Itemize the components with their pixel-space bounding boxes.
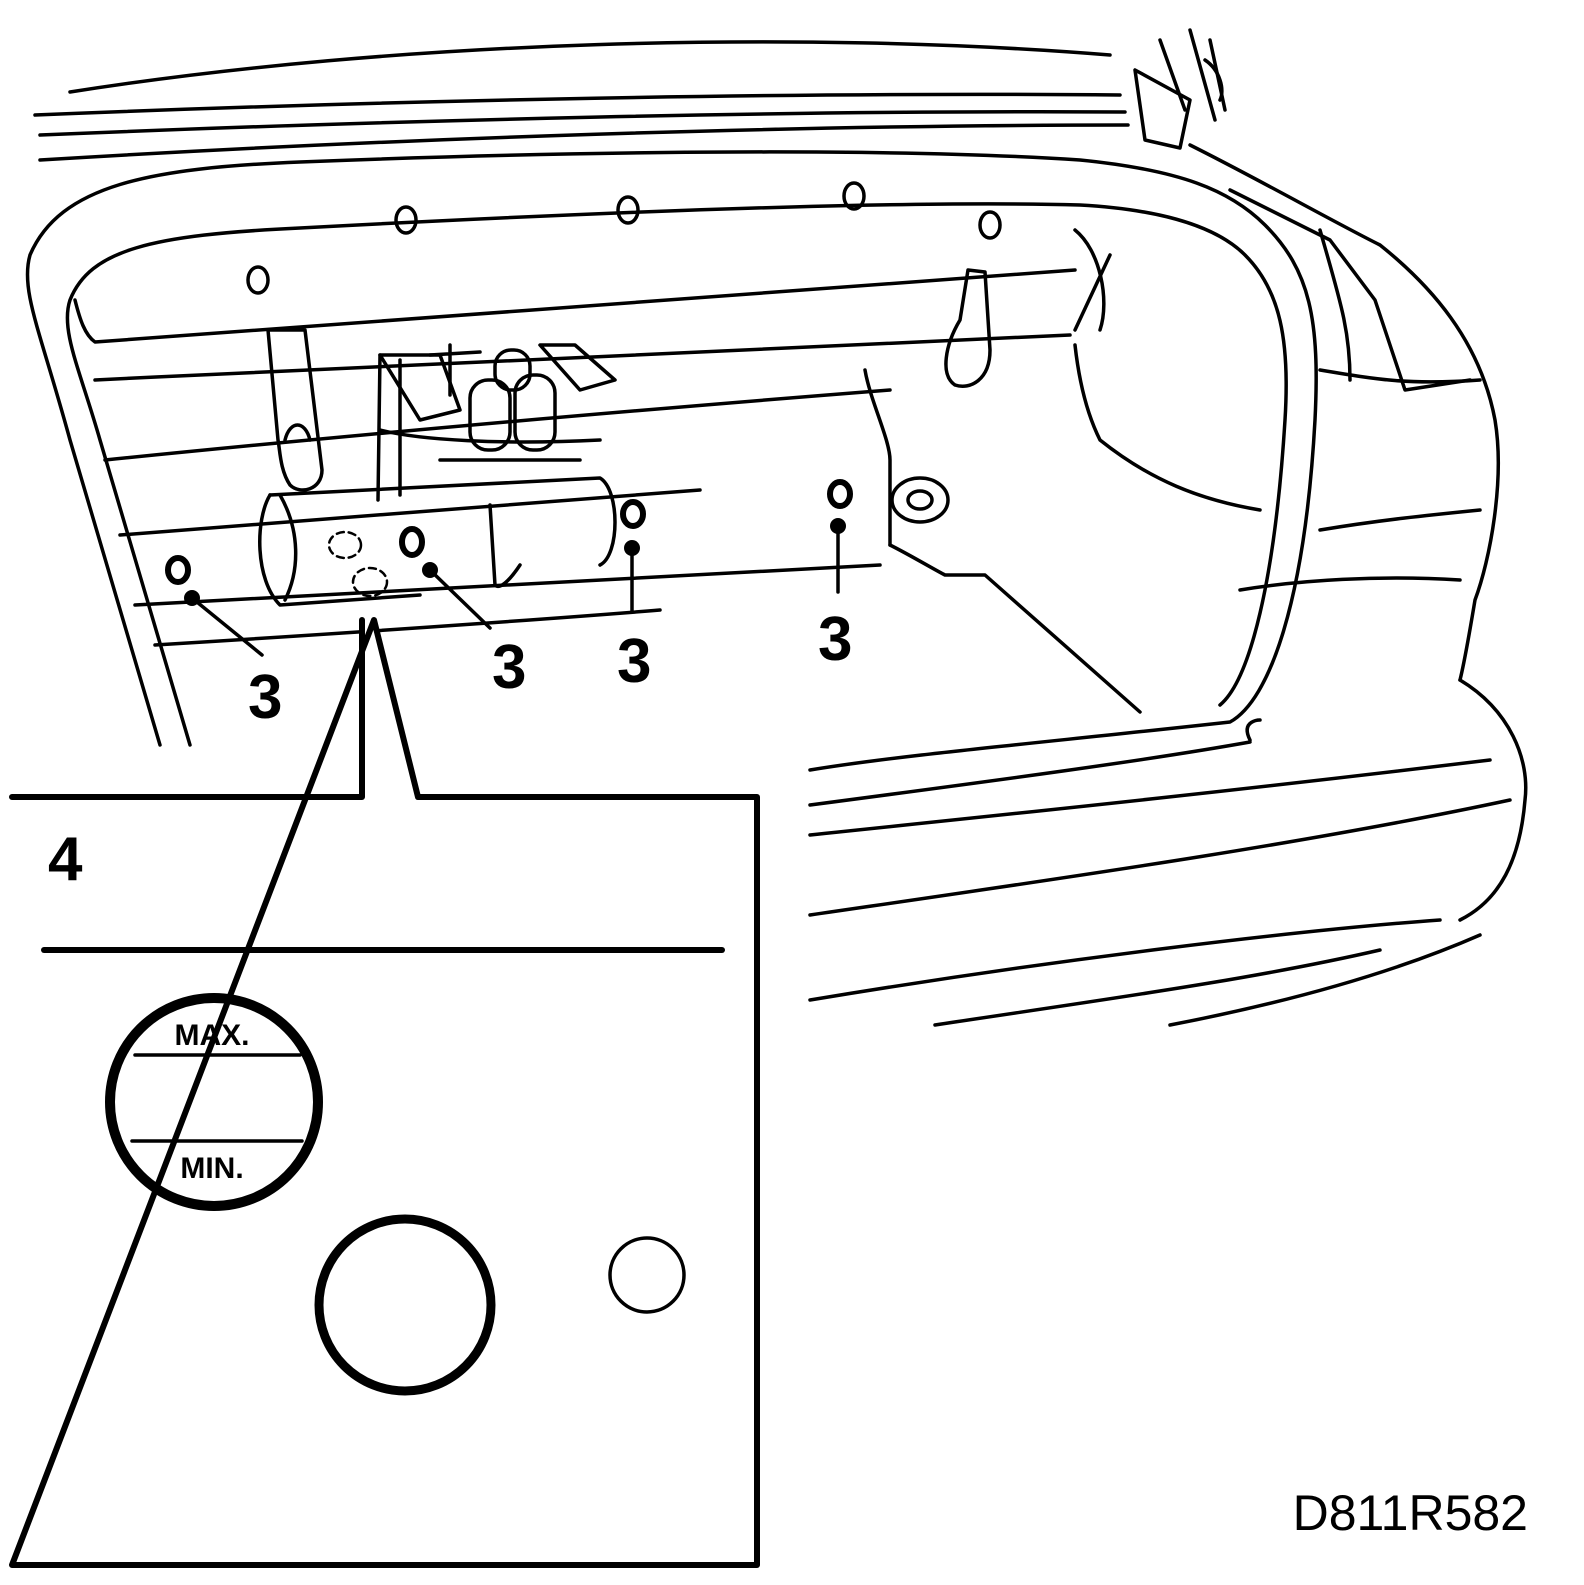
tool-rack — [376, 343, 617, 502]
rear-trim-panel — [73, 181, 1077, 647]
rear-bumper — [808, 143, 1528, 1027]
level-gauge — [105, 993, 323, 1211]
callout-3-b: 3 — [492, 633, 526, 702]
trunk-opening — [25, 150, 1318, 772]
callout-4: 4 — [48, 825, 83, 894]
reservoir-cylinder — [258, 476, 617, 607]
callout-markers — [165, 479, 853, 657]
figure-code: D811R582 — [1293, 1485, 1528, 1541]
callout-3-c: 3 — [617, 627, 651, 696]
reservoir-cap-small — [608, 1236, 686, 1314]
gauge-max-label: MAX. — [175, 1019, 250, 1052]
trunk-lid — [33, 28, 1227, 162]
trunk-straps — [266, 268, 992, 492]
trunk-floor — [863, 228, 1262, 714]
callout-3-a: 3 — [248, 663, 282, 732]
reservoir-cap-large — [314, 1214, 496, 1396]
gauge-min-label: MIN. — [180, 1152, 243, 1185]
detail-inset — [9, 617, 760, 1568]
callout-3-d: 3 — [818, 605, 852, 674]
